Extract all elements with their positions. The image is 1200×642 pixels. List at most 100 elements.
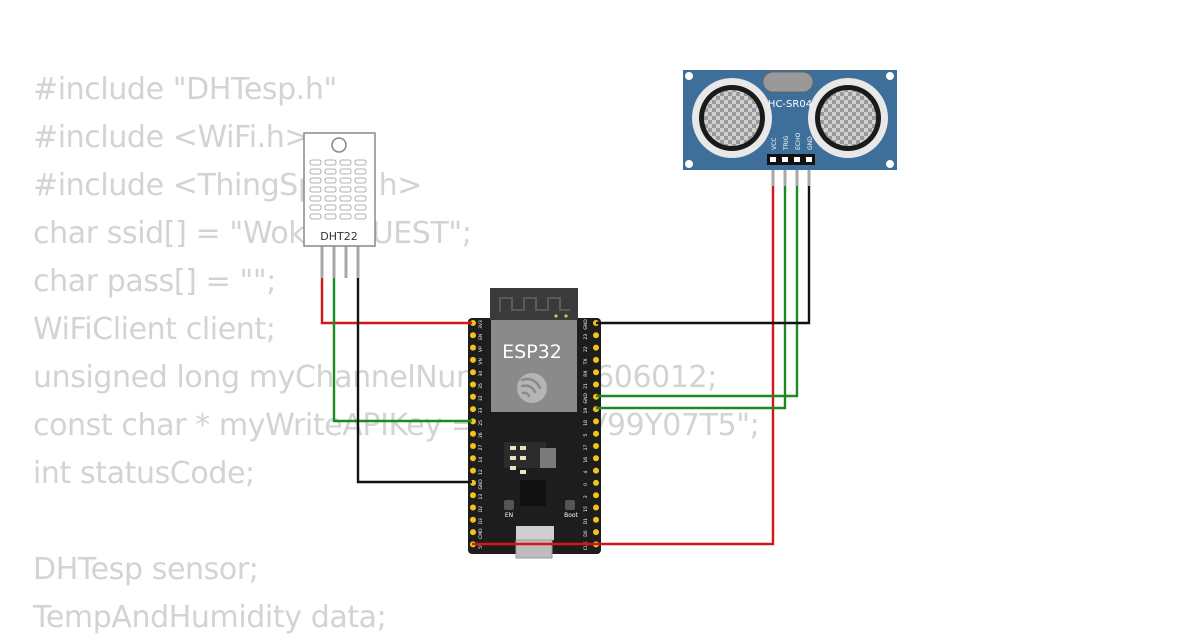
dht22-vent-slot — [354, 204, 367, 211]
esp32-pin-left[interactable] — [470, 529, 476, 536]
code-line: char pass[] = ""; — [33, 264, 276, 299]
wire-dht-data-gpio[interactable] — [332, 278, 472, 423]
boot-button-label: Boot — [564, 512, 578, 519]
dht22-vent-slot — [309, 177, 322, 184]
esp32-pin-left[interactable] — [470, 393, 476, 400]
esp32-pin-label: EN — [478, 334, 484, 340]
esp32-pin-left[interactable] — [470, 516, 476, 523]
esp32-pin-left[interactable] — [470, 430, 476, 437]
esp32-pin-right[interactable] — [593, 516, 599, 523]
smd-resistor — [510, 456, 516, 460]
esp32-pin-label: 32 — [478, 395, 484, 401]
esp32-pin-left[interactable] — [470, 406, 476, 413]
dht22-vent-slot — [339, 186, 352, 193]
smd-resistor — [510, 466, 516, 470]
dht22-vent-slot — [324, 168, 337, 175]
en-button[interactable] — [504, 500, 514, 510]
code-line: DHTesp sensor; — [33, 552, 259, 587]
esp32-pin-label: CMD — [478, 528, 484, 539]
esp32-pin-label: 27 — [478, 445, 484, 451]
esp32-pin-right[interactable] — [593, 467, 599, 474]
mount-hole — [685, 72, 693, 80]
esp32-label: ESP32 — [502, 341, 562, 363]
esp32-pin-right[interactable] — [593, 332, 599, 339]
dht22-vent-slot — [354, 177, 367, 184]
esp32-pin-label: 17 — [583, 445, 589, 451]
pin-socket — [782, 157, 788, 162]
dht22-vent-slot — [309, 186, 322, 193]
mount-hole — [685, 160, 693, 168]
mount-hole — [886, 72, 894, 80]
esp32-pin-left[interactable] — [470, 369, 476, 376]
esp32-pin-label: 14 — [478, 457, 484, 463]
dht22-sensor[interactable]: DHT22 — [303, 132, 376, 278]
esp32-pin-label: TX — [583, 358, 589, 365]
espressif-logo-icon — [517, 373, 547, 403]
dht22-vent-slot — [309, 195, 322, 202]
smd-resistor — [520, 456, 526, 460]
dht22-vent-slot — [324, 204, 337, 211]
esp32-pin-left[interactable] — [470, 492, 476, 499]
hcsr04-pin-label-gnd: GND — [807, 136, 814, 150]
esp32-pin-right[interactable] — [593, 418, 599, 425]
esp32-pin-left[interactable] — [470, 344, 476, 351]
usb-uart-chip — [520, 480, 546, 506]
hcsr04-sensor[interactable]: HC-SR04 VCC TRIG ECHO GND — [683, 70, 897, 186]
wire-hcsr04-gnd[interactable] — [596, 186, 811, 325]
esp32-pin-right[interactable] — [593, 356, 599, 363]
esp32-pin-label: D1 — [583, 518, 589, 524]
crystal-oscillator — [762, 71, 814, 93]
code-line: #include <ThingSpeak.h> — [33, 168, 423, 203]
wire-hcsr04-echo[interactable] — [596, 186, 799, 398]
esp32-pin-left[interactable] — [470, 467, 476, 474]
wires — [320, 186, 811, 546]
esp32-antenna-trace — [499, 297, 570, 312]
usb-port-housing — [516, 526, 554, 540]
esp32-pin-label: 13 — [478, 494, 484, 500]
esp32-pin-left[interactable] — [470, 381, 476, 388]
esp32-pin-left[interactable] — [470, 455, 476, 462]
esp32-pin-right[interactable] — [593, 492, 599, 499]
code-line: TempAndHumidity data; — [33, 600, 387, 635]
esp32-pin-left[interactable] — [470, 356, 476, 363]
esp32-led-dot — [554, 314, 558, 318]
esp32-pin-left[interactable] — [470, 443, 476, 449]
dht22-vent-slot — [309, 168, 322, 175]
dht22-vent-slot — [309, 213, 322, 220]
esp32-pin-label: 5V — [478, 542, 484, 549]
esp32-pin-label: 2 — [583, 495, 589, 498]
smd-resistor — [520, 470, 526, 474]
esp32-pin-right[interactable] — [593, 430, 599, 437]
boot-button[interactable] — [565, 500, 575, 510]
esp32-pin-label: VP — [478, 346, 484, 352]
wire-dht-vcc-3v3[interactable] — [320, 278, 472, 325]
esp32-pin-right[interactable] — [593, 344, 599, 351]
wire-hcsr04-trig[interactable] — [596, 186, 787, 410]
code-line: #include "DHTesp.h" — [33, 72, 337, 107]
esp32-pin-right[interactable] — [593, 369, 599, 376]
esp32-pin-label: D0 — [583, 530, 589, 536]
esp32-component-area — [504, 442, 546, 468]
esp32-pin-label: 18 — [583, 420, 589, 426]
esp32-pin-right[interactable] — [593, 504, 599, 511]
esp32-pin-label: VN — [478, 358, 484, 364]
hcsr04-pin-label-vcc: VCC — [771, 138, 778, 150]
esp32-pin-left[interactable] — [470, 504, 476, 511]
dht22-vent-slot — [324, 159, 337, 166]
esp32-pin-label: RX — [583, 371, 589, 377]
esp32-pin-right[interactable] — [593, 443, 599, 449]
esp32-board[interactable]: ESP32 EN Boot 3V3ENVPVN34353233252627141… — [468, 288, 601, 559]
wire-dht-gnd[interactable] — [356, 278, 472, 484]
esp32-pin-left[interactable] — [470, 320, 476, 326]
dht22-vent-slot — [354, 195, 367, 202]
dht22-vent-slot — [339, 213, 352, 220]
usb-port[interactable] — [515, 539, 553, 559]
esp32-pin-right[interactable] — [593, 529, 599, 536]
esp32-pin-left[interactable] — [470, 332, 476, 339]
esp32-pin-right[interactable] — [593, 479, 599, 486]
esp32-pin-right[interactable] — [593, 455, 599, 462]
wire-hcsr04-vcc-5v[interactable] — [472, 186, 775, 546]
esp32-pin-right[interactable] — [593, 381, 599, 388]
dht22-vent-slot — [339, 195, 352, 202]
